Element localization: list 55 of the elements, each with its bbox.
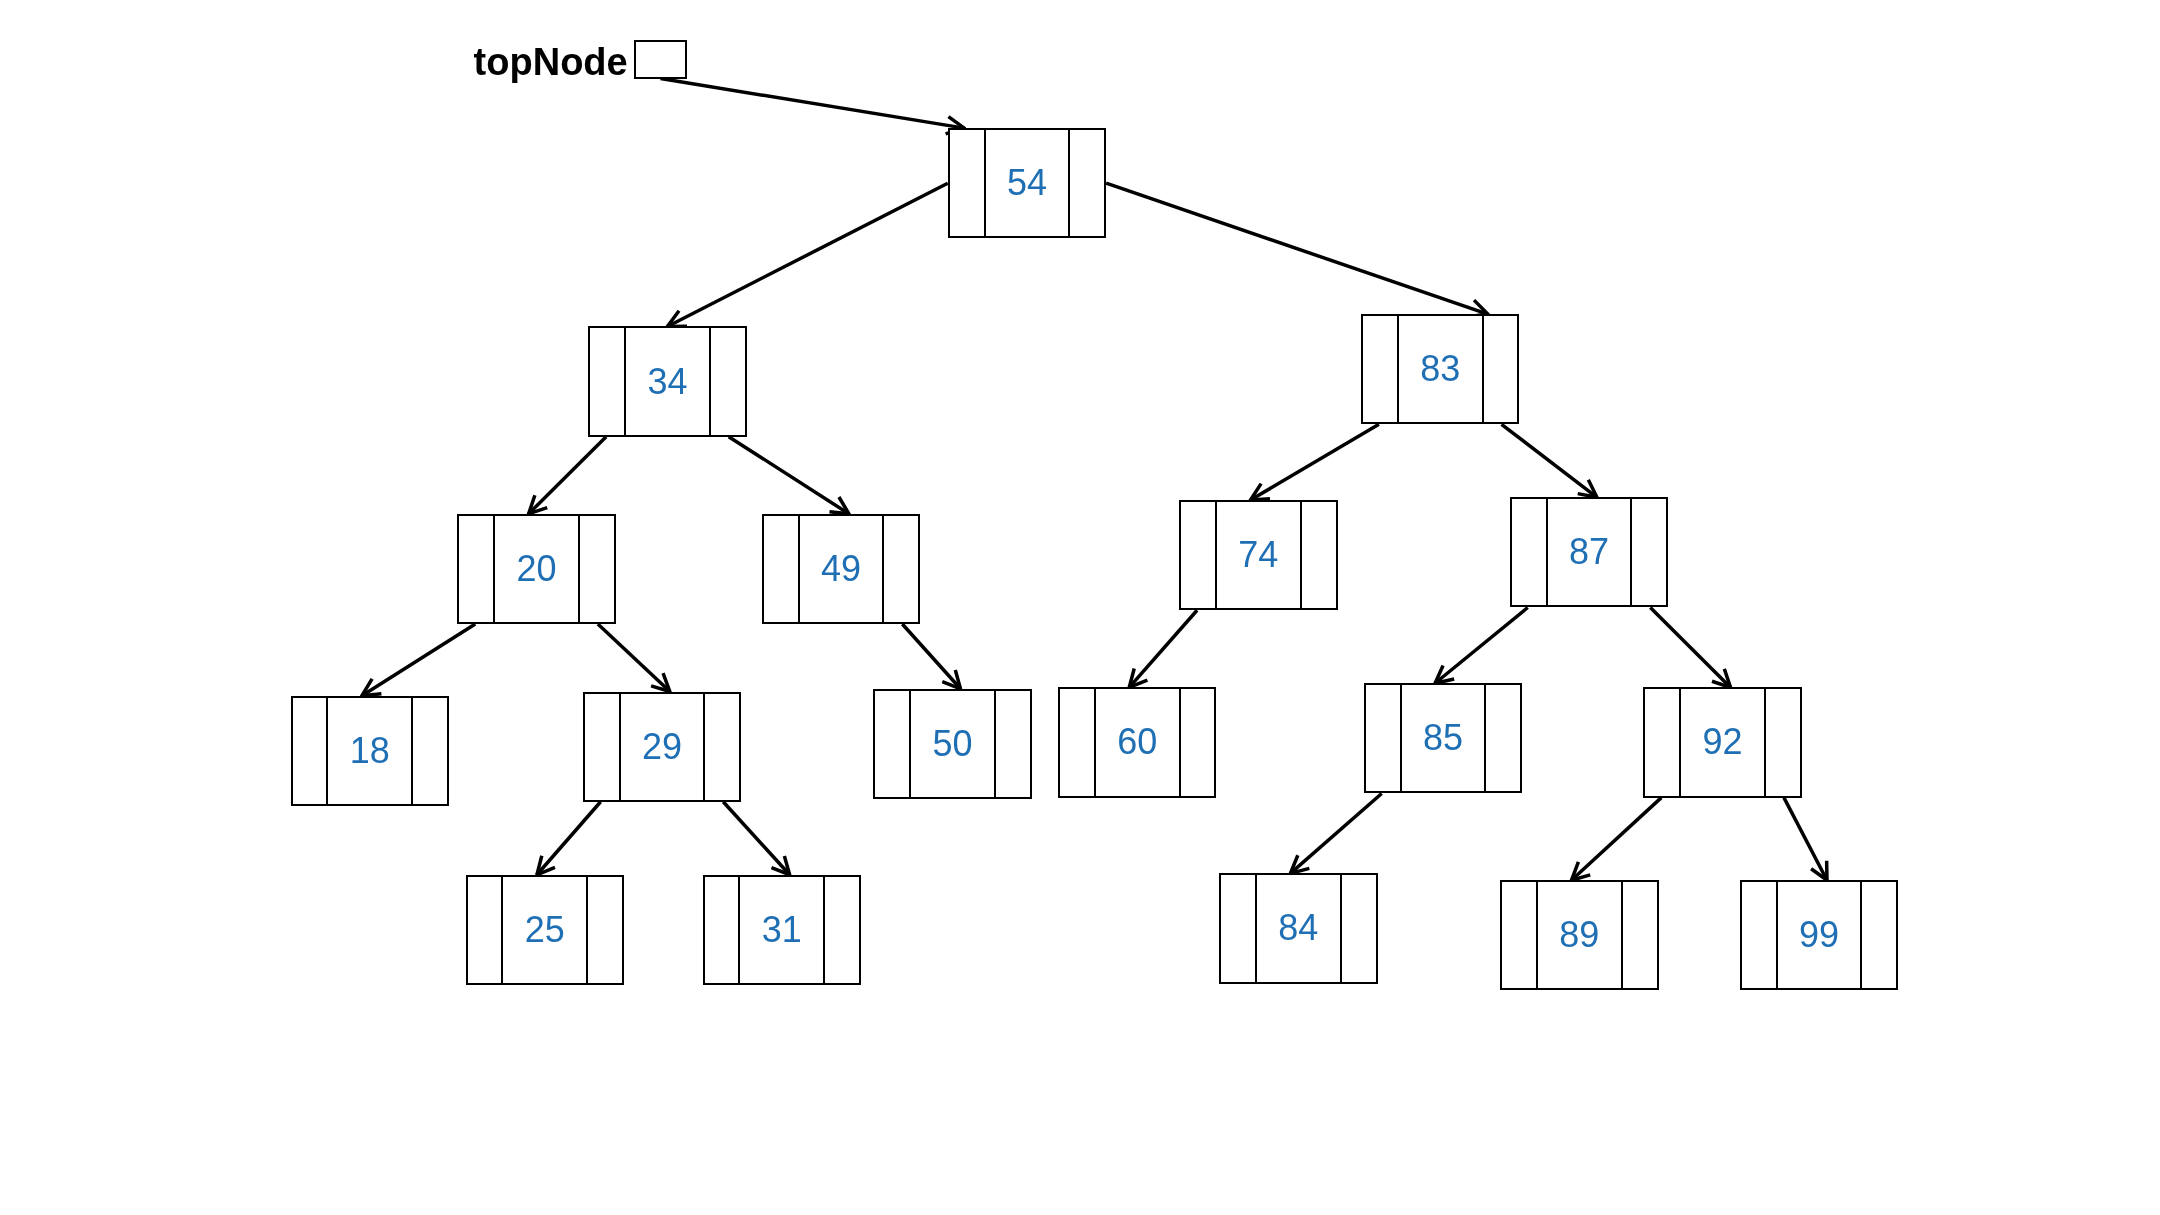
tree-node-box [702, 874, 861, 985]
node-value: 18 [349, 732, 390, 769]
node-value: 60 [1117, 724, 1158, 761]
tree-node-box [1739, 880, 1899, 991]
node-value: 87 [1568, 534, 1609, 571]
node-value: 34 [647, 363, 688, 400]
arrow [1248, 422, 1380, 502]
tree-node-box [947, 128, 1107, 239]
arrow [901, 622, 963, 691]
tree-node-box [588, 326, 747, 437]
tree-node-box [1179, 500, 1338, 611]
arrow [1127, 609, 1199, 690]
tree-node-box [582, 691, 742, 802]
arrow [1569, 796, 1663, 882]
node-value: 89 [1559, 917, 1600, 954]
node-value: 25 [524, 911, 565, 948]
node-value: 31 [761, 911, 802, 948]
arrow [665, 181, 949, 329]
tree-node-box [1643, 687, 1802, 798]
node-value: 74 [1238, 537, 1279, 574]
node-value: 29 [641, 728, 682, 765]
arrow [1649, 606, 1733, 690]
tree-node-box [1509, 497, 1669, 608]
node-value: 20 [516, 550, 557, 587]
arrow [360, 622, 477, 698]
node-value: 92 [1702, 724, 1743, 761]
tree-node-box [290, 695, 450, 806]
arrow [535, 800, 602, 877]
tree-node-box [873, 688, 1032, 799]
node-value: 54 [1006, 165, 1047, 202]
arrow [727, 435, 851, 516]
pointer-box [633, 39, 688, 79]
arrow [1288, 792, 1383, 876]
arrow [660, 76, 967, 136]
tree-node-box [761, 513, 921, 624]
arrow [721, 800, 792, 877]
arrow [1782, 796, 1829, 882]
arrow [596, 622, 672, 694]
tree-node-box [465, 874, 624, 985]
node-value: 49 [820, 550, 861, 587]
pointer-label: topNode [473, 42, 628, 81]
node-value: 85 [1422, 720, 1463, 757]
tree-node-box [1057, 687, 1217, 798]
node-value: 84 [1278, 910, 1319, 947]
tree-node-box [1219, 873, 1378, 984]
tree-node-box [1361, 314, 1520, 425]
arrow [1500, 422, 1599, 500]
tree-node-box [1363, 683, 1523, 794]
tree-node-box [457, 513, 616, 624]
tree-node-box [1500, 880, 1659, 991]
node-value: 83 [1420, 351, 1461, 388]
arrow [1433, 606, 1529, 685]
node-value: 99 [1799, 917, 1840, 954]
arrow [526, 435, 608, 516]
node-value: 50 [932, 725, 973, 762]
